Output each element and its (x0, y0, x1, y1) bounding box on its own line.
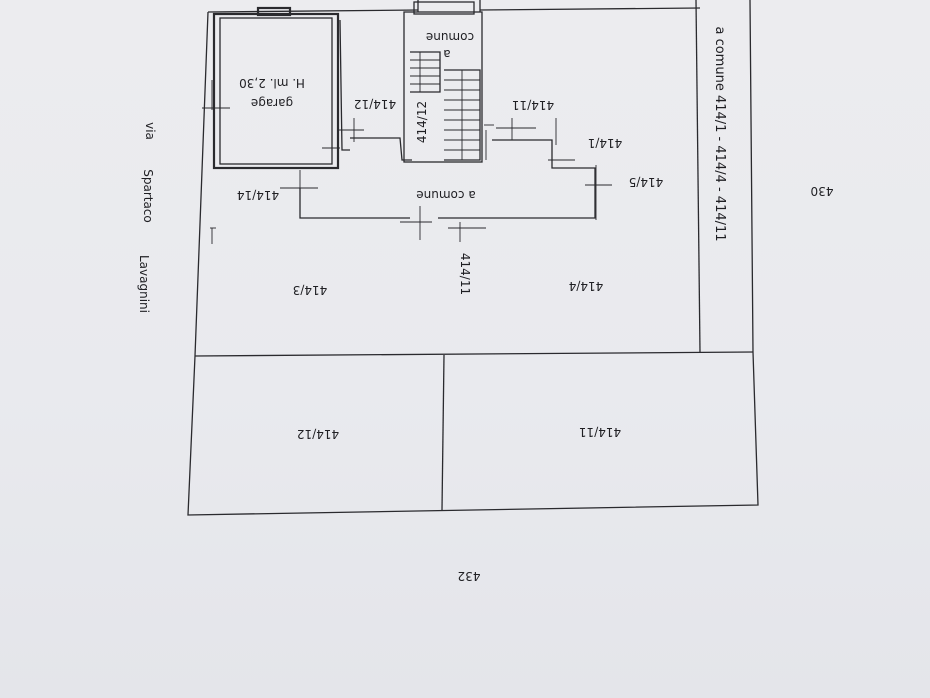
label-garage: garage (251, 96, 293, 110)
label-parcel-432: 432 (458, 569, 481, 583)
label-414-12-lower: 414/12 (297, 427, 339, 441)
labels: garage H. ml. 2,30 a comune 414/12 414/1… (137, 26, 833, 583)
label-414-11-lower: 414/11 (579, 425, 621, 439)
central-rooms (210, 19, 612, 244)
lower-divider (441, 354, 445, 511)
label-parcel-430: 430 (811, 184, 834, 198)
label-414-11-upper: 414/11 (512, 98, 554, 112)
label-414-1: 414/1 (588, 136, 623, 150)
label-height: H. ml. 2,30 (239, 76, 305, 90)
label-street-spartaco: Spartaco (141, 169, 155, 223)
label-strip: a comune 414/1 - 414/4 - 414/11 (712, 26, 727, 241)
label-414-3: 414/3 (293, 283, 328, 297)
label-414-11-vertical: 414/11 (458, 253, 472, 295)
label-a-comune-top-1: a (443, 47, 450, 61)
label-a-comune-corridor: a comune (416, 188, 475, 202)
common-strip (695, 0, 701, 353)
label-street-via: via (143, 122, 157, 140)
lot-outline (187, 0, 759, 516)
zone-divider (194, 351, 754, 357)
garage-room (202, 6, 340, 170)
label-street-lavagnini: Lavagnini (137, 255, 151, 313)
label-414-12-stair: 414/12 (415, 101, 429, 143)
label-414-4: 414/4 (569, 279, 604, 293)
stairwell (403, 0, 494, 163)
label-414-12-left: 414/12 (354, 97, 396, 111)
label-414-5: 414/5 (629, 175, 664, 189)
label-414-14: 414/14 (237, 188, 279, 202)
label-a-comune-top-2: comune (426, 30, 474, 44)
